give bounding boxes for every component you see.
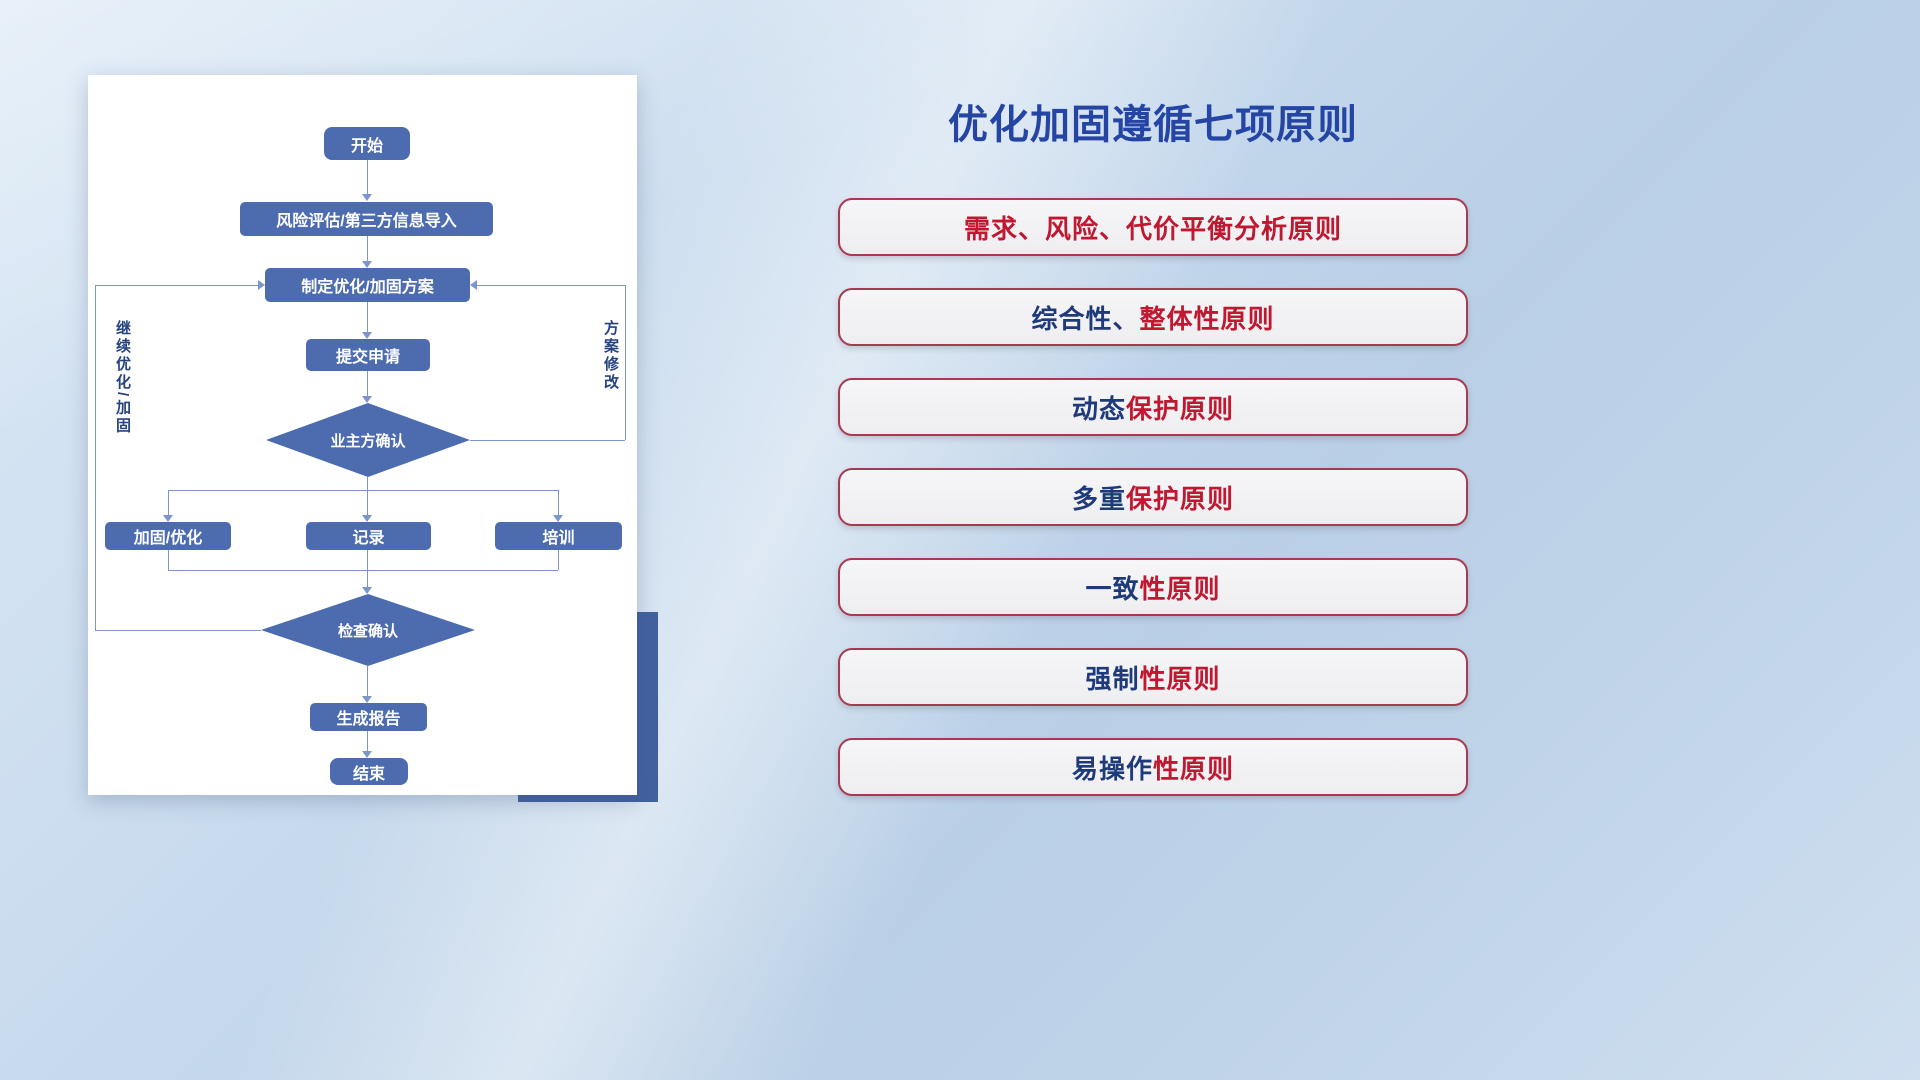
principle-text-navy: 易操作: [1071, 753, 1153, 784]
connector-line: [168, 490, 169, 516]
connector-line: [367, 570, 368, 588]
arrowhead-icon: [362, 396, 372, 403]
connector-line: [367, 160, 368, 196]
connector-line: [367, 731, 368, 752]
connector-line: [168, 490, 558, 491]
connector-line: [625, 285, 626, 440]
arrowhead-icon: [362, 194, 372, 201]
principle-text-red: 性原则: [1139, 573, 1221, 604]
principle-text-red: 保护原则: [1126, 483, 1235, 514]
arrowhead-icon: [362, 587, 372, 594]
principle-text-navy: 多重: [1071, 483, 1126, 514]
flow-node-harden: 加固/优化: [105, 522, 231, 550]
flow-node-report: 生成报告: [310, 703, 427, 731]
arrowhead-icon: [362, 696, 372, 703]
principle-item-7: 易操作性原则: [838, 738, 1468, 796]
connector-line: [558, 490, 559, 516]
principle-item-6: 强制性原则: [838, 648, 1468, 706]
connector-line: [95, 285, 259, 286]
flow-node-submit: 提交申请: [306, 339, 430, 371]
connector-line: [470, 440, 625, 441]
connector-line: [367, 302, 368, 333]
connector-line: [95, 630, 261, 631]
principle-text-red: 性原则: [1139, 663, 1221, 694]
principle-item-3: 动态保护原则: [838, 378, 1468, 436]
principle-text-navy: 综合性、: [1031, 303, 1140, 334]
principle-text-navy: 强制: [1085, 663, 1140, 694]
connector-line: [558, 550, 559, 570]
principle-item-2: 综合性、整体性原则: [838, 288, 1468, 346]
connector-line: [367, 477, 368, 490]
connector-line: [367, 490, 368, 516]
page-title: 优化加固遵循七项原则: [948, 103, 1358, 147]
flow-node-end: 结束: [330, 758, 408, 785]
connector-line: [367, 236, 368, 262]
flow-node-training: 培训: [495, 522, 622, 550]
flow-decision-owner-confirm: 业主方确认: [266, 403, 470, 477]
principle-text-navy: 一致: [1085, 573, 1140, 604]
principle-text-red: 需求、风险、代价平衡分析原则: [963, 213, 1342, 244]
principle-text-red: 整体性原则: [1139, 303, 1275, 334]
principles-list: 需求、风险、代价平衡分析原则 综合性、整体性原则 动态保护原则 多重保护原则 一…: [838, 198, 1468, 796]
arrowhead-icon: [362, 261, 372, 268]
principle-text-red: 性原则: [1153, 753, 1235, 784]
connector-line: [168, 550, 169, 570]
principle-text-navy: 动态: [1071, 393, 1126, 424]
flow-node-risk-import: 风险评估/第三方信息导入: [240, 202, 493, 236]
connector-line: [367, 550, 368, 570]
principle-item-5: 一致性原则: [838, 558, 1468, 616]
arrowhead-icon: [258, 280, 265, 290]
connector-line: [367, 666, 368, 697]
arrowhead-icon: [470, 280, 477, 290]
connector-line: [477, 285, 625, 286]
principle-text-red: 保护原则: [1126, 393, 1235, 424]
flow-decision-check-confirm: 检查确认: [261, 594, 475, 666]
connector-line: [168, 570, 558, 571]
flow-loop-label-modify: 方案修改: [602, 320, 619, 392]
arrowhead-icon: [362, 332, 372, 339]
arrowhead-icon: [362, 515, 372, 522]
arrowhead-icon: [553, 515, 563, 522]
connector-line: [95, 285, 96, 630]
flowchart-card: 开始 风险评估/第三方信息导入 制定优化/加固方案 提交申请 业主方确认 加固/…: [88, 75, 637, 795]
arrowhead-icon: [362, 751, 372, 758]
flow-node-start: 开始: [324, 127, 410, 160]
principle-item-4: 多重保护原则: [838, 468, 1468, 526]
flow-loop-label-continue: 继续优化/加固: [114, 320, 131, 436]
arrowhead-icon: [163, 515, 173, 522]
flow-node-record: 记录: [306, 522, 431, 550]
flow-node-make-plan: 制定优化/加固方案: [265, 268, 470, 302]
connector-line: [367, 371, 368, 397]
principle-item-1: 需求、风险、代价平衡分析原则: [838, 198, 1468, 256]
